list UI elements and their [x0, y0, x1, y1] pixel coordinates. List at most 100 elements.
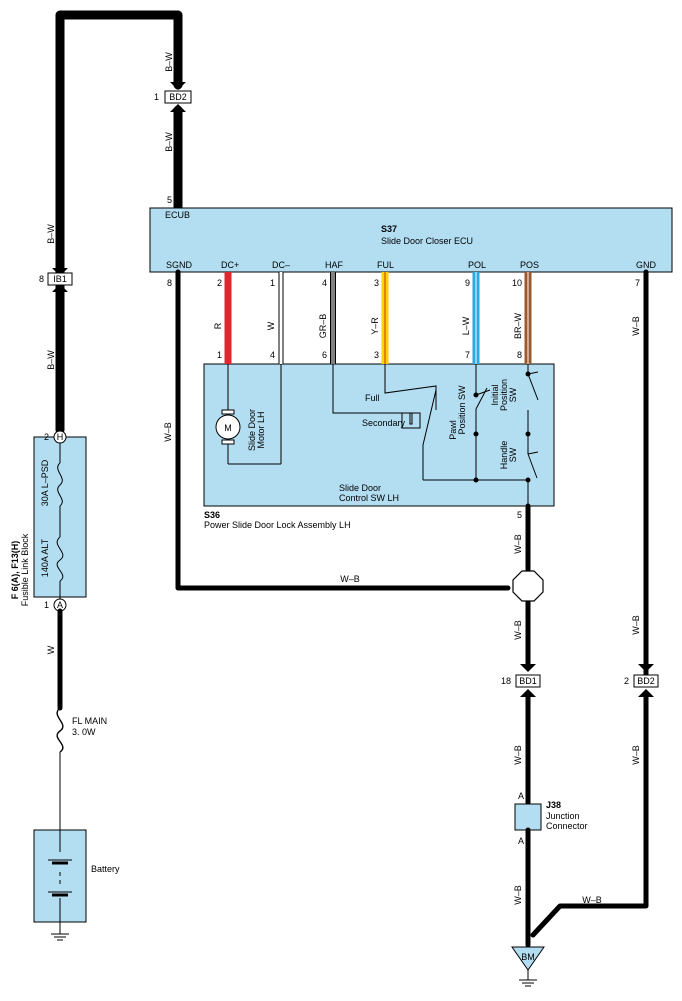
fuse2-label: 140A ALT	[40, 538, 50, 577]
wire-label: W–B	[631, 615, 641, 635]
wire-label: W–B	[513, 534, 523, 554]
terminal-sgnd: SGND	[166, 260, 193, 270]
battery-icon	[48, 830, 72, 922]
connector-label: BD2	[169, 92, 187, 102]
b-w-main-wire	[55, 10, 183, 435]
junction-label: Connector	[546, 821, 588, 831]
pin-number: 3	[374, 350, 379, 360]
pin-number: 7	[635, 278, 640, 288]
junction-connector-j38	[514, 803, 542, 831]
control-sw-label: Control SW LH	[339, 493, 399, 503]
wire-label: B–W	[164, 132, 174, 152]
full-label: Full	[365, 393, 380, 403]
motor-label: Slide Door	[247, 409, 257, 451]
junction-dot	[473, 392, 479, 398]
terminal-dc-plus: DC+	[221, 260, 239, 270]
lock-assembly-name: Power Slide Door Lock Assembly LH	[204, 520, 351, 530]
connector-bd2-bottom	[633, 674, 659, 688]
pin-number: 1	[154, 92, 159, 102]
ecu-id: S37	[381, 224, 397, 234]
terminal-haf: HAF	[325, 260, 344, 270]
wire-label: R	[213, 322, 223, 329]
wire-label: BR–W	[513, 313, 523, 340]
junction-id: J38	[546, 800, 561, 810]
wire-label: W–B	[163, 422, 173, 442]
connector-label: BD2	[637, 676, 655, 686]
pin-number: 18	[501, 676, 511, 686]
pin-number: 1	[44, 600, 49, 610]
terminal-pos: POS	[520, 260, 539, 270]
pin-number: 4	[322, 278, 327, 288]
secondary-label: Secondary	[362, 418, 406, 428]
pin-number: 5	[167, 195, 172, 205]
terminal-gnd: GND	[636, 260, 657, 270]
battery-label: Battery	[91, 864, 120, 874]
pin-number: 1	[270, 278, 275, 288]
pin-number: 9	[465, 278, 470, 288]
initial-label: Initial	[490, 384, 500, 405]
junction-dot	[525, 477, 531, 483]
ground-point-bm	[511, 946, 545, 971]
pin-number: 2	[44, 432, 49, 442]
wire-label: B–W	[46, 224, 56, 244]
control-sw-label: Slide Door	[339, 483, 381, 493]
wire-label: W–B	[631, 745, 641, 765]
pin-number: 2	[624, 676, 629, 686]
junction-dot	[525, 431, 531, 437]
connector-arrow	[170, 82, 186, 90]
fuse1-label: 30A L–PSD	[40, 459, 50, 506]
terminal-ecub: ECUB	[165, 210, 190, 220]
fl-main-label: FL MAIN	[72, 716, 107, 726]
connector-arrow	[520, 664, 536, 672]
connector-arrow	[638, 664, 654, 672]
ground-icon	[51, 922, 69, 941]
ground-icon	[519, 970, 537, 987]
fusible-link-id: F 6(A), F13(H)	[10, 541, 20, 600]
connector-arrow	[170, 104, 186, 112]
fusible-link-name: Fusible Link Block	[20, 533, 30, 606]
wire-label: GR–B	[318, 314, 328, 339]
wire-label: W–B	[582, 895, 602, 905]
pin-number: 4	[270, 350, 275, 360]
handle-label: Handle	[499, 441, 509, 470]
wire-label: B–W	[46, 350, 56, 370]
ground-point-label: BM	[521, 952, 535, 962]
pin-number: 8	[517, 350, 522, 360]
slide-door-motor	[215, 364, 282, 465]
wire-label: L–W	[461, 316, 471, 335]
connector-ib1	[47, 272, 73, 286]
wire-label: W	[46, 645, 56, 654]
connector-label: BD1	[519, 676, 537, 686]
pin-number: 7	[465, 350, 470, 360]
splice-point	[512, 570, 544, 602]
connector-arrow	[52, 268, 68, 276]
connector-label: H	[57, 432, 64, 442]
initial-label: Position	[499, 379, 509, 411]
junction-pin-label: A	[518, 836, 524, 846]
full-secondary-switch	[332, 364, 528, 481]
wire-label: W	[266, 321, 276, 330]
wire-label: W–B	[513, 885, 523, 905]
pin-number: 6	[322, 350, 327, 360]
connector-bd1	[515, 674, 541, 688]
lock-assembly-box	[203, 363, 555, 507]
pin-number: 3	[374, 278, 379, 288]
junction-dot	[473, 477, 479, 483]
junction-dot	[525, 371, 531, 377]
pin-number: 5	[517, 510, 522, 520]
lock-assembly-id: S36	[204, 510, 220, 520]
terminal-pol: POL	[468, 260, 486, 270]
connector-label: IB1	[53, 274, 67, 284]
pawl-label: Pawl	[448, 420, 458, 440]
junction-pin-label: A	[518, 791, 524, 801]
wire-label: B–W	[164, 52, 174, 72]
fl-main-rating: 3. 0W	[72, 727, 96, 737]
terminal-dc-minus: DC–	[272, 260, 290, 270]
wire-label: Y–R	[370, 317, 380, 335]
ecu-name: Slide Door Closer ECU	[381, 236, 473, 246]
pawl-label: Position SW	[457, 385, 467, 435]
wire-label: W–B	[513, 745, 523, 765]
terminal-ful: FUL	[377, 260, 394, 270]
motor-symbol-icon: M	[224, 423, 232, 433]
